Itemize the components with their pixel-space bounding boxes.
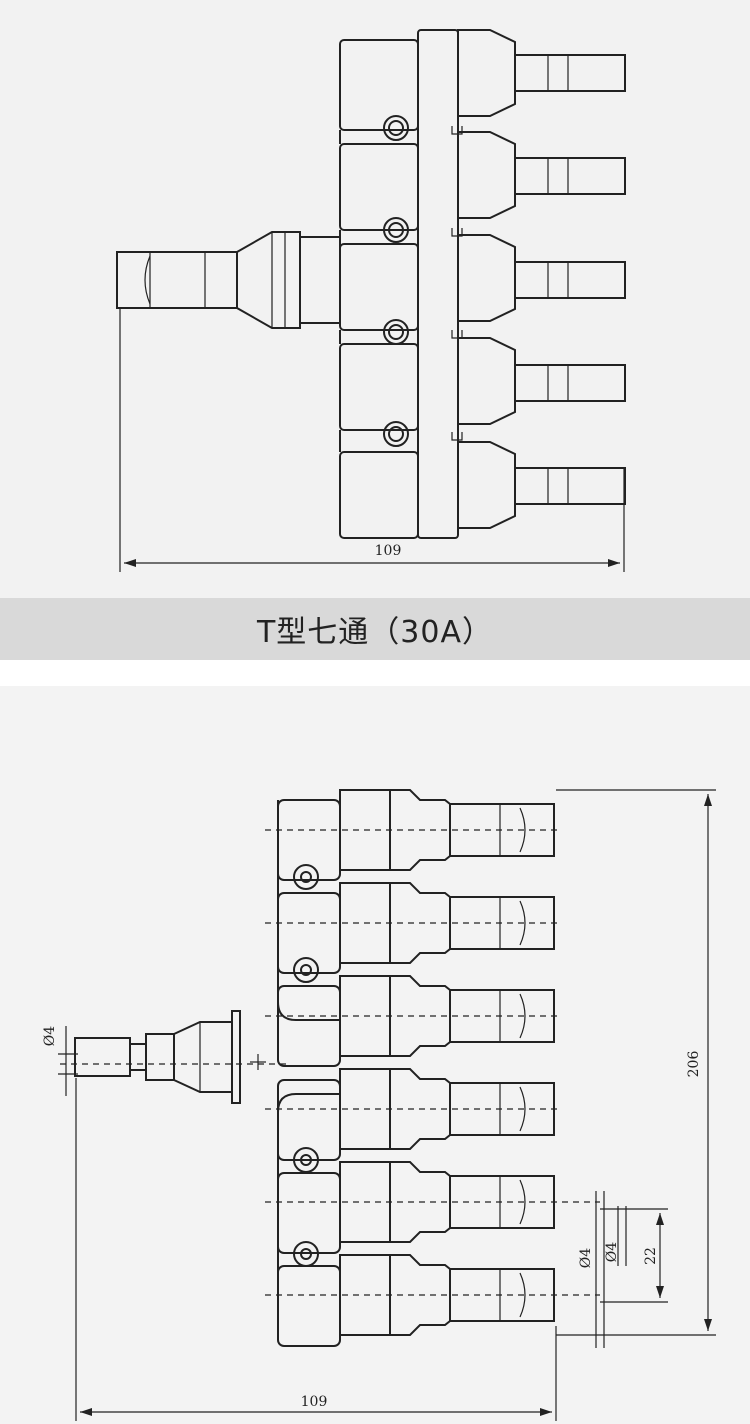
branch-3 bbox=[457, 234, 626, 322]
top-drawing-panel: 109 bbox=[0, 0, 750, 598]
input-plug-bottom bbox=[60, 1010, 290, 1104]
bottom-connector-drawing: Ø4 206 22 bbox=[42, 789, 716, 1421]
height-dimension: 206 bbox=[556, 789, 716, 1336]
height-label: 206 bbox=[686, 1051, 702, 1078]
bottom-branch-2 bbox=[265, 882, 560, 964]
top-width-dimension: 109 bbox=[119, 308, 625, 572]
bottom-branch-3 bbox=[265, 975, 560, 1057]
input-plug bbox=[116, 231, 341, 329]
bottom-width-label: 109 bbox=[301, 1394, 328, 1410]
main-body bbox=[339, 29, 459, 539]
bottom-branch-6 bbox=[265, 1254, 600, 1336]
output-branches bbox=[451, 29, 626, 529]
caption-band: T型七通（30A） bbox=[0, 598, 750, 660]
branch-2 bbox=[457, 131, 626, 219]
right-diameter-dimensions: Ø4 Ø4 bbox=[578, 1191, 627, 1348]
branch-5 bbox=[457, 441, 626, 529]
pitch-dimension: 22 bbox=[600, 1208, 668, 1303]
top-connector-drawing: 109 bbox=[116, 29, 626, 572]
right-diameter-label-b: Ø4 bbox=[604, 1242, 620, 1262]
bottom-branch-1 bbox=[265, 789, 560, 871]
pitch-label: 22 bbox=[643, 1247, 659, 1265]
bottom-branch-4 bbox=[265, 1068, 560, 1150]
left-diameter-label: Ø4 bbox=[42, 1026, 58, 1046]
top-width-label: 109 bbox=[375, 543, 402, 559]
bottom-width-dimension: 109 bbox=[75, 1078, 557, 1421]
panel-separator bbox=[0, 660, 750, 686]
left-diameter-dimension: Ø4 bbox=[42, 1026, 78, 1096]
bottom-branches bbox=[265, 789, 600, 1336]
branch-1 bbox=[457, 29, 626, 117]
bottom-mounting-holes bbox=[293, 864, 319, 1267]
bottom-drawing-panel: Ø4 206 22 bbox=[0, 686, 750, 1424]
bottom-branch-5 bbox=[265, 1161, 600, 1243]
branch-4 bbox=[457, 337, 626, 425]
right-diameter-label-a: Ø4 bbox=[578, 1248, 594, 1268]
mounting-holes bbox=[383, 115, 409, 447]
caption-title: T型七通（30A） bbox=[256, 615, 494, 650]
